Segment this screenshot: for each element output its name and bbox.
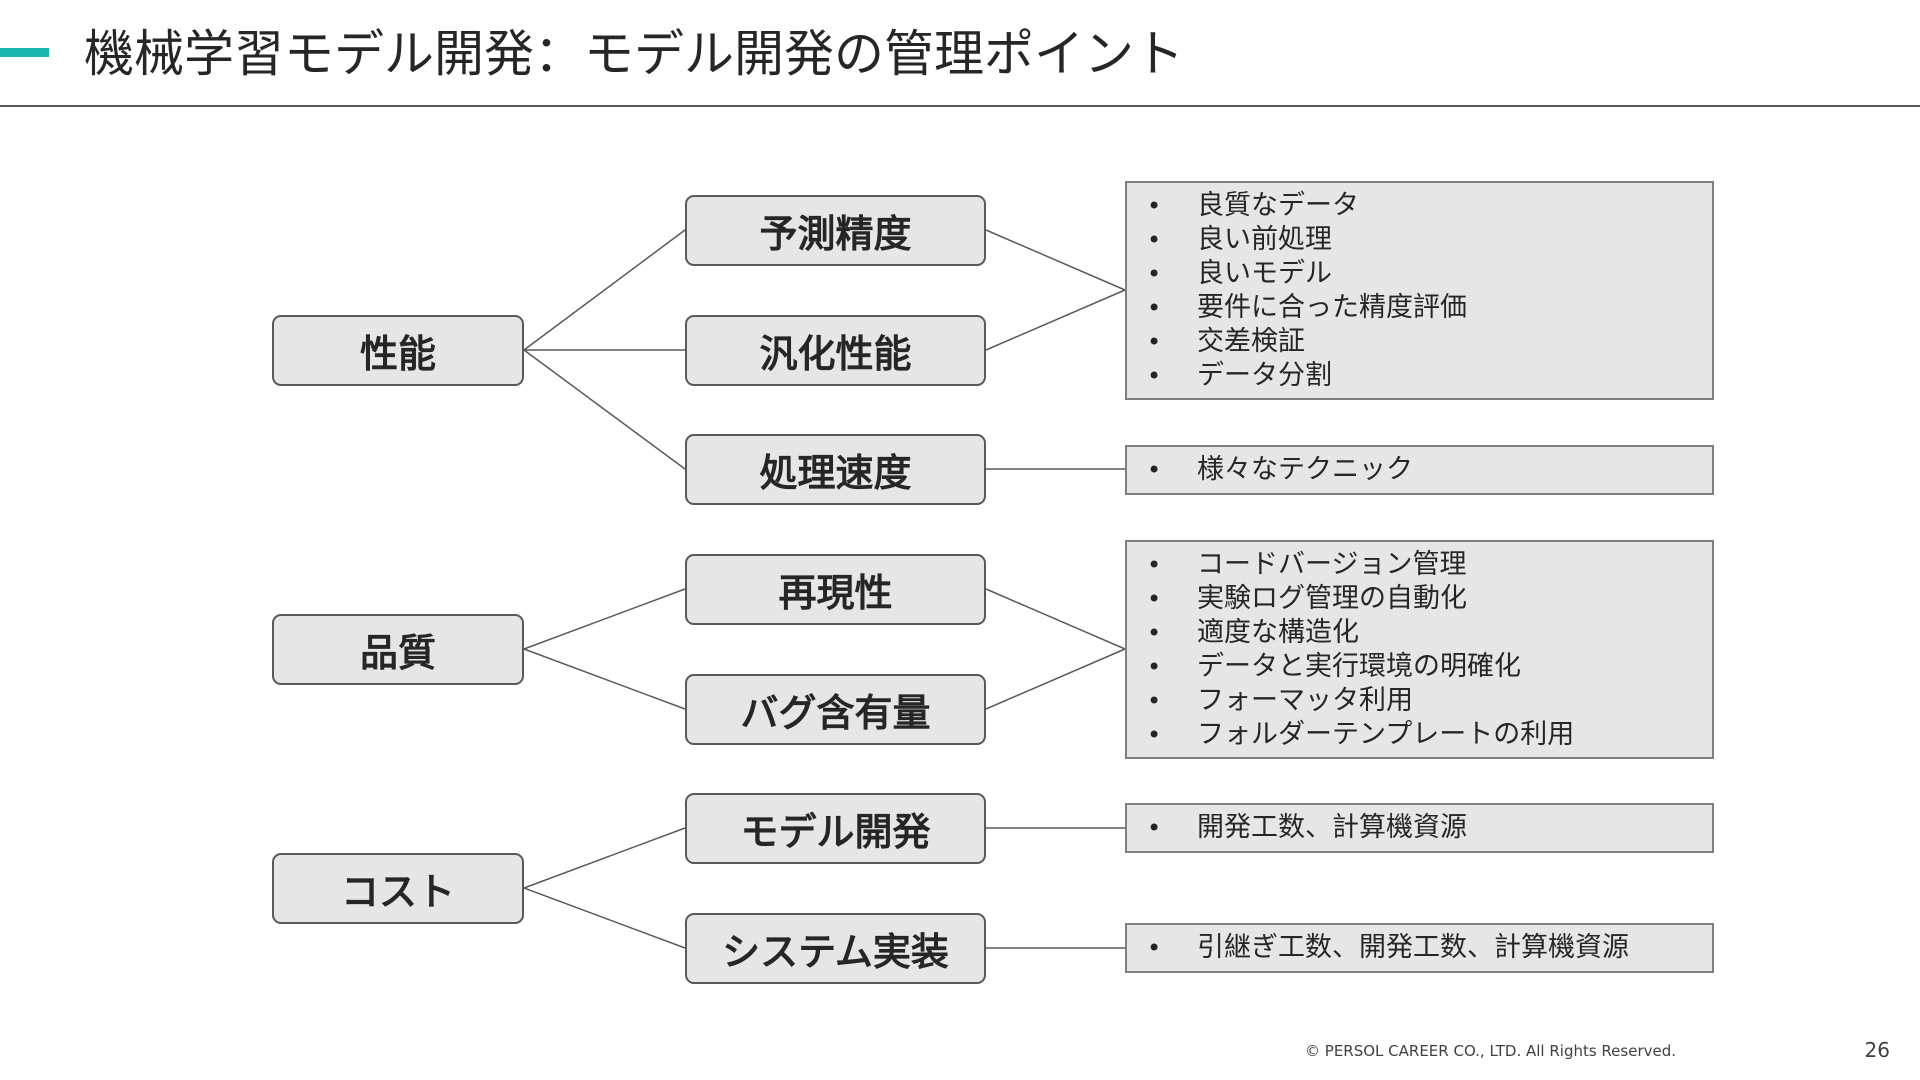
sub-processing-speed: 処理速度 bbox=[685, 434, 986, 505]
connector-bugs-details bbox=[985, 648, 1126, 710]
details-processing-speed: 様々なテクニック bbox=[1125, 445, 1714, 495]
bullet-item: フォルダーテンプレートの利用 bbox=[1137, 718, 1712, 752]
sub-generalization: 汎化性能 bbox=[685, 315, 986, 386]
title-accent-bar bbox=[0, 48, 49, 57]
bullet-item: データと実行環境の明確化 bbox=[1137, 650, 1712, 684]
bullet-item: 良い前処理 bbox=[1137, 223, 1712, 257]
bullet-list: コードバージョン管理 実験ログ管理の自動化 適度な構造化 データと実行環境の明確… bbox=[1137, 548, 1712, 752]
details-model-development: 開発工数、計算機資源 bbox=[1125, 803, 1714, 853]
bullet-item: 様々なテクニック bbox=[1137, 453, 1712, 487]
bullet-list: 引継ぎ工数、開発工数、計算機資源 bbox=[1137, 931, 1712, 965]
bullet-item: 良質なデータ bbox=[1137, 189, 1712, 223]
connector-accuracy-details bbox=[985, 229, 1126, 291]
sub-system-implementation: システム実装 bbox=[685, 913, 986, 984]
bullet-item: 引継ぎ工数、開発工数、計算機資源 bbox=[1137, 931, 1712, 965]
category-quality: 品質 bbox=[272, 614, 524, 685]
bullet-item: コードバージョン管理 bbox=[1137, 548, 1712, 582]
details-quality: コードバージョン管理 実験ログ管理の自動化 適度な構造化 データと実行環境の明確… bbox=[1125, 540, 1714, 759]
connector-cost-modeldev bbox=[523, 827, 686, 889]
bullet-list: 様々なテクニック bbox=[1137, 453, 1712, 487]
connector-quality-reproducibility bbox=[523, 588, 686, 650]
bullet-item: 要件に合った精度評価 bbox=[1137, 291, 1712, 325]
bullet-item: 良いモデル bbox=[1137, 257, 1712, 291]
bullet-item: 開発工数、計算機資源 bbox=[1137, 811, 1712, 845]
page-title: 機械学習モデル開発：モデル開発の管理ポイント bbox=[84, 25, 1184, 83]
bullet-item: 実験ログ管理の自動化 bbox=[1137, 582, 1712, 616]
connector-generalization-details bbox=[985, 289, 1126, 351]
bullet-list: 良質なデータ 良い前処理 良いモデル 要件に合った精度評価 交差検証 データ分割 bbox=[1137, 189, 1712, 393]
connector-quality-bugs bbox=[523, 648, 686, 710]
bullet-list: 開発工数、計算機資源 bbox=[1137, 811, 1712, 845]
details-system-implementation: 引継ぎ工数、開発工数、計算機資源 bbox=[1125, 923, 1714, 973]
category-performance: 性能 bbox=[272, 315, 524, 386]
sub-reproducibility: 再現性 bbox=[685, 554, 986, 625]
bullet-item: 交差検証 bbox=[1137, 325, 1712, 359]
details-performance-accuracy: 良質なデータ 良い前処理 良いモデル 要件に合った精度評価 交差検証 データ分割 bbox=[1125, 181, 1714, 400]
bullet-item: フォーマッタ利用 bbox=[1137, 684, 1712, 718]
bullet-item: データ分割 bbox=[1137, 359, 1712, 393]
page-number: 26 bbox=[1864, 1038, 1890, 1062]
connector-cost-sysimpl bbox=[523, 887, 686, 949]
sub-model-development: モデル開発 bbox=[685, 793, 986, 864]
category-cost: コスト bbox=[272, 853, 524, 924]
connector-performance-accuracy bbox=[523, 229, 686, 351]
connector-reproducibility-details bbox=[985, 588, 1126, 650]
sub-prediction-accuracy: 予測精度 bbox=[685, 195, 986, 266]
title-divider bbox=[0, 105, 1920, 107]
sub-bug-content: バグ含有量 bbox=[685, 674, 986, 745]
copyright-notice: © PERSOL CAREER CO., LTD. All Rights Res… bbox=[1305, 1042, 1677, 1060]
bullet-item: 適度な構造化 bbox=[1137, 616, 1712, 650]
connector-performance-speed bbox=[523, 349, 686, 470]
